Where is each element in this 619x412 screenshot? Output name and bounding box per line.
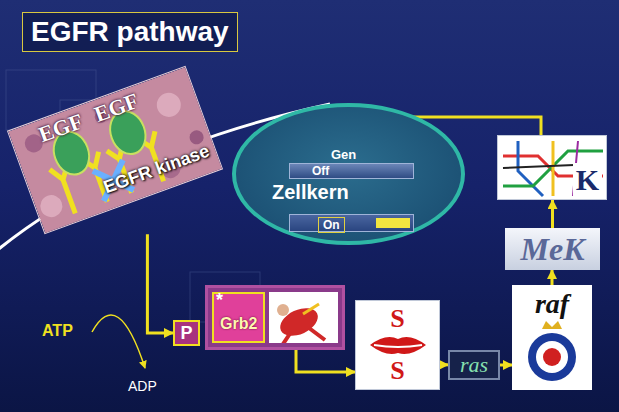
protein-name: ras xyxy=(460,353,488,377)
circle-shape xyxy=(37,192,65,220)
sos-node: SS xyxy=(355,300,440,390)
signal-arrow xyxy=(147,234,173,333)
kinase-name: MeK xyxy=(521,231,585,267)
gene-switch-bar: Off xyxy=(289,163,414,179)
path-shape xyxy=(542,321,562,329)
mek-node: MeK xyxy=(505,228,600,270)
circle-shape xyxy=(543,348,561,366)
circle-shape xyxy=(277,304,289,316)
signal-arrow xyxy=(551,270,554,285)
k-node: K xyxy=(497,135,607,200)
protein-name: raf xyxy=(535,289,569,319)
nucleus-node: ZellkernGenOffOn xyxy=(232,103,465,245)
grb2-picture xyxy=(269,292,338,343)
switch-state: On xyxy=(318,217,345,233)
sos-letter: S xyxy=(390,357,404,385)
signal-arrow xyxy=(500,364,512,367)
circle-shape xyxy=(153,89,184,120)
ellipse-shape xyxy=(276,303,322,342)
rect-shape xyxy=(8,66,223,234)
phosphate-label: P xyxy=(180,323,192,343)
on-node: On xyxy=(289,214,414,232)
p-node: P xyxy=(173,320,200,346)
diagram-title: EGFR pathway xyxy=(22,12,238,52)
kinase-name: K xyxy=(573,163,602,197)
signal-arrow xyxy=(296,350,355,372)
molecule-label: ATP xyxy=(42,322,73,340)
gene-label: Gen xyxy=(289,147,414,163)
nucleus-label: Zellkern xyxy=(272,181,349,204)
molecule-label: ADP xyxy=(128,378,157,394)
off-node: GenOff xyxy=(289,147,414,179)
raf-node: raf xyxy=(512,285,592,390)
circle-shape xyxy=(536,341,568,373)
circle-shape xyxy=(528,333,576,381)
signal-arrow xyxy=(440,363,448,366)
path-shape xyxy=(370,337,426,354)
node-illustration xyxy=(269,292,331,343)
switch-fill xyxy=(376,218,410,228)
switch-state: Off xyxy=(290,164,413,178)
signal-arrow xyxy=(551,200,554,228)
grb-node: Grb2 xyxy=(205,285,345,350)
path-shape xyxy=(374,345,422,347)
path-shape xyxy=(303,304,319,314)
receptor-node: EGFEGFEGFR kinase xyxy=(7,66,223,234)
node-illustration xyxy=(366,333,430,357)
path-shape xyxy=(552,141,555,196)
node-illustration xyxy=(522,319,582,383)
atp-arc xyxy=(92,315,145,368)
asterisk-mark: * xyxy=(216,293,223,307)
path-shape xyxy=(518,141,543,196)
path-shape xyxy=(283,328,325,343)
sos-letter: S xyxy=(390,305,404,333)
ras-node: ras xyxy=(448,350,500,380)
